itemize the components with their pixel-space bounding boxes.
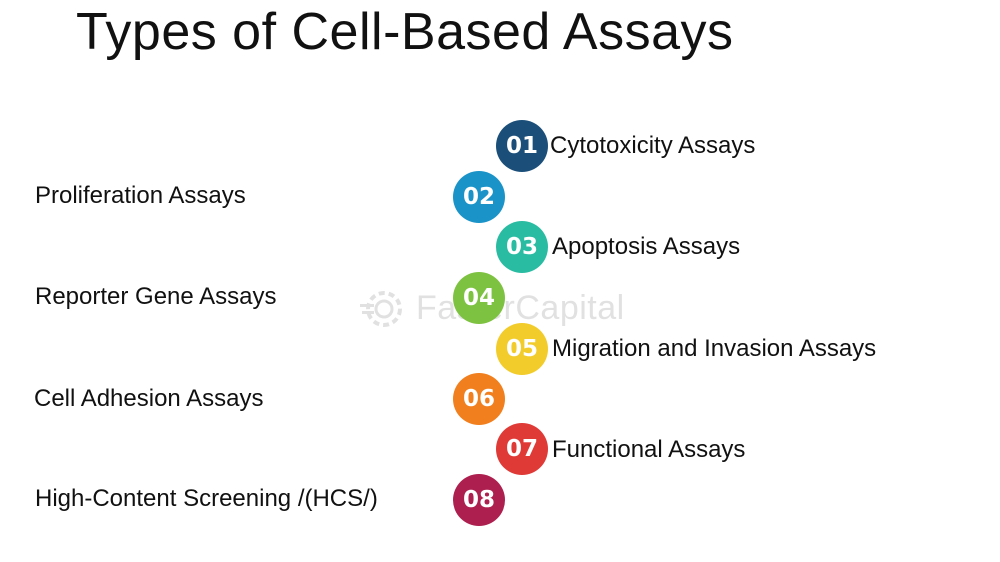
step-label-01: Cytotoxicity Assays [550, 132, 756, 159]
step-circle-06: 06 [453, 373, 505, 425]
step-circle-02: 02 [453, 171, 505, 223]
step-label-02: Proliferation Assays [35, 182, 246, 209]
step-circle-07: 07 [496, 423, 548, 475]
page-title: Types of Cell-Based Assays [76, 3, 734, 61]
gear-icon [360, 291, 402, 327]
watermark-text: FasterCapital [416, 289, 625, 327]
step-label-06: Cell Adhesion Assays [34, 385, 264, 412]
step-circle-04: 04 [453, 272, 505, 324]
step-circle-01: 01 [496, 120, 548, 172]
step-label-04: Reporter Gene Assays [35, 283, 277, 310]
step-label-07: Functional Assays [552, 436, 746, 463]
step-circle-03: 03 [496, 221, 548, 273]
step-label-08: High-Content Screening /(HCS/) [35, 485, 378, 512]
step-label-03: Apoptosis Assays [552, 233, 741, 260]
step-circle-08: 08 [453, 474, 505, 526]
step-label-05: Migration and Invasion Assays [552, 335, 877, 362]
step-circle-05: 05 [496, 323, 548, 375]
